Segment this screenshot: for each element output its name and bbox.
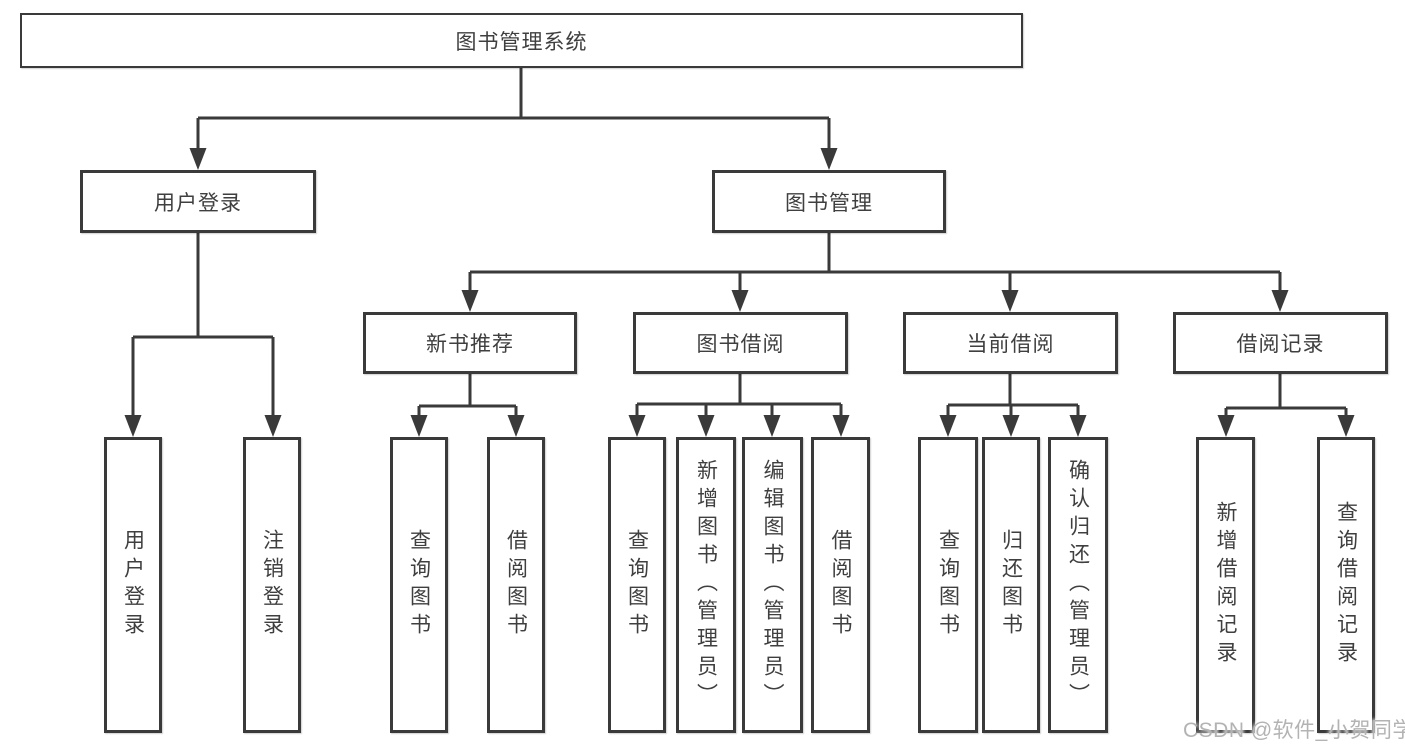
arrowheads <box>124 148 1355 437</box>
node-label: 归还图书 <box>999 529 1023 641</box>
node-root-system: 图书管理系统 <box>20 13 1023 68</box>
leaf-return-book: 归还图书 <box>982 437 1040 733</box>
node-label: 借阅图书 <box>829 529 852 641</box>
node-label: 借阅记录 <box>1236 333 1325 356</box>
leaf-confirm-return-admin: 确认归还（管理员） <box>1048 437 1108 733</box>
leaf-borrow-books-recommend: 借阅图书 <box>487 437 545 733</box>
leaf-user-login: 用户登录 <box>104 437 162 733</box>
node-label: 借阅图书 <box>504 529 528 641</box>
node-label: 新增借阅记录 <box>1214 501 1237 669</box>
node-label: 新书推荐 <box>426 333 514 356</box>
node-label: 图书借阅 <box>696 333 785 356</box>
leaf-query-books-recommend: 查询图书 <box>390 437 448 733</box>
leaf-query-books-current: 查询图书 <box>918 437 978 733</box>
node-borrowing-records: 借阅记录 <box>1173 312 1388 374</box>
leaf-edit-book-admin: 编辑图书（管理员） <box>742 437 803 733</box>
node-label: 用户登录 <box>121 529 145 641</box>
node-label: 编辑图书（管理员） <box>761 459 784 711</box>
node-label: 当前借阅 <box>966 333 1055 356</box>
node-label: 确认归还（管理员） <box>1066 459 1090 711</box>
leaf-query-books-borrowing: 查询图书 <box>608 437 666 733</box>
node-label: 图书管理系统 <box>455 30 588 54</box>
leaf-add-book-admin: 新增图书（管理员） <box>676 437 736 733</box>
node-book-management: 图书管理 <box>712 170 946 233</box>
leaf-query-borrow-record: 查询借阅记录 <box>1317 437 1375 733</box>
node-label: 查询借阅记录 <box>1334 501 1358 669</box>
leaf-add-borrow-record: 新增借阅记录 <box>1196 437 1255 733</box>
node-label: 查询图书 <box>625 529 649 641</box>
node-label: 注销登录 <box>260 529 284 641</box>
leaf-logout: 注销登录 <box>243 437 301 733</box>
node-label: 查询图书 <box>407 529 431 641</box>
node-label: 用户登录 <box>154 191 242 215</box>
node-current-borrowing: 当前借阅 <box>903 312 1118 374</box>
node-new-book-recommend: 新书推荐 <box>363 312 577 374</box>
leaf-borrow-books-borrowing: 借阅图书 <box>811 437 870 733</box>
node-user-login: 用户登录 <box>80 170 316 233</box>
node-label: 图书管理 <box>785 191 873 215</box>
node-label: 查询图书 <box>936 529 960 641</box>
csdn-watermark: CSDN @软件_小贺同学 <box>1183 719 1405 742</box>
node-book-borrowing: 图书借阅 <box>633 312 848 374</box>
node-label: 新增图书（管理员） <box>694 459 718 711</box>
